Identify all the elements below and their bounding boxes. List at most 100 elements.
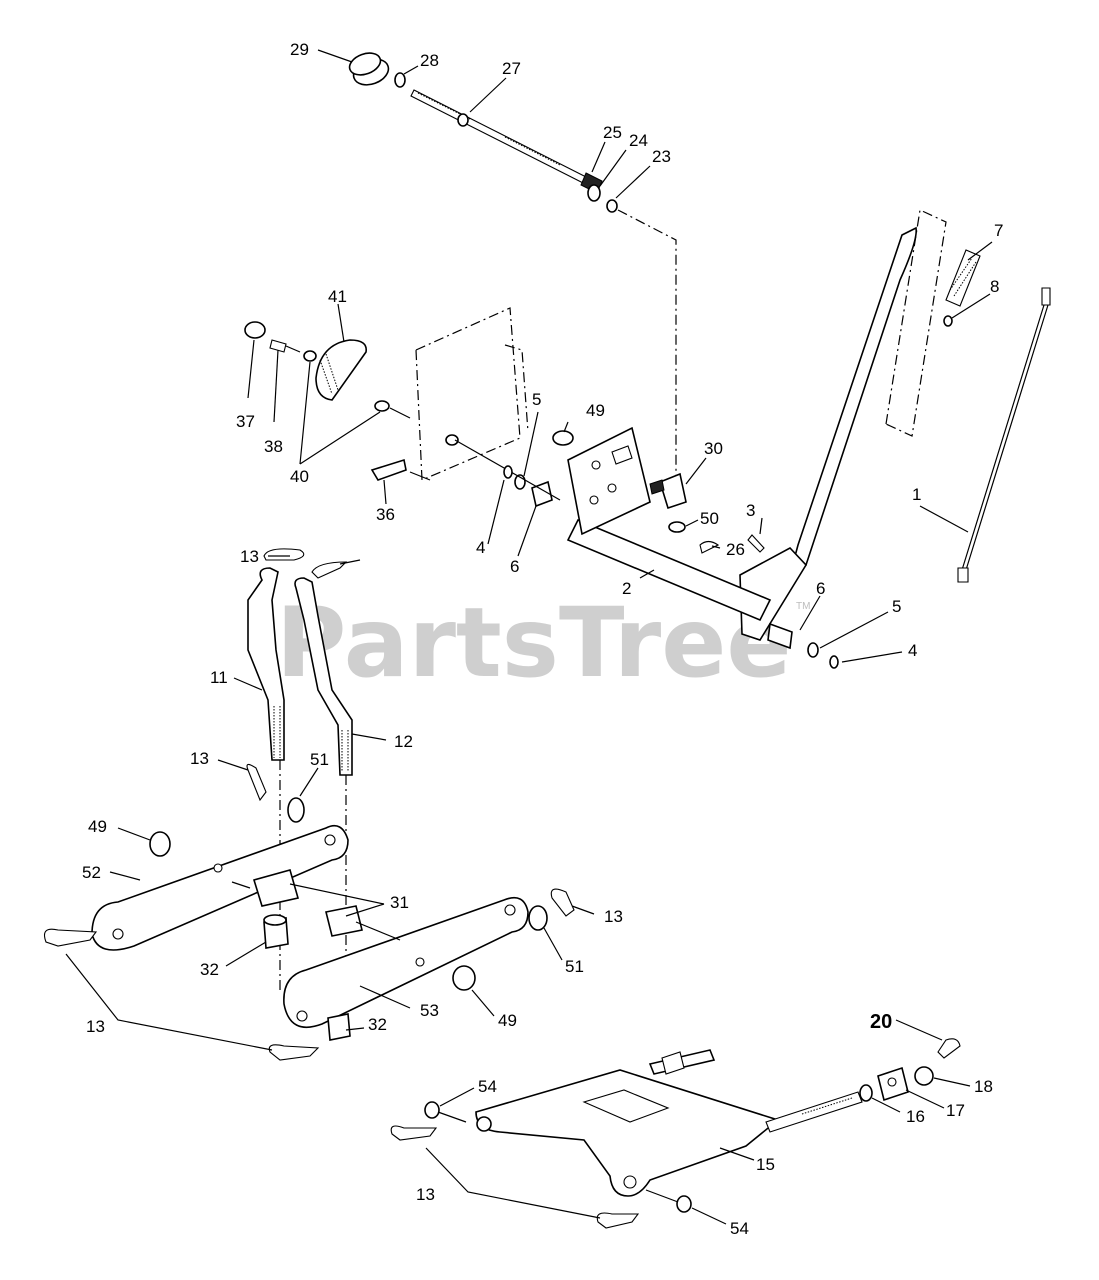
leader-lines <box>65 49 993 1225</box>
callout-37: 37 <box>236 412 255 431</box>
shaft-2 <box>566 518 772 622</box>
nut-left <box>445 434 459 446</box>
pin-20 <box>937 1038 961 1059</box>
hairpin-13-c <box>246 763 267 802</box>
hairpin-13-b <box>311 561 348 579</box>
leader-dash-23-30 <box>617 209 677 485</box>
spring-7 <box>945 249 981 307</box>
watermark-text: PartsTree <box>276 587 791 699</box>
callout-1: 1 <box>912 485 921 504</box>
bolt-54-top <box>424 1101 467 1123</box>
washer-51-right <box>528 905 548 931</box>
callout-54-bottom: 54 <box>730 1219 749 1238</box>
callout-40: 40 <box>290 467 309 486</box>
trademark-text: TM <box>796 601 810 612</box>
trunnion-17 <box>877 1066 909 1102</box>
callout-36: 36 <box>376 505 395 524</box>
hairpin-13-g <box>390 1125 438 1141</box>
callout-31: 31 <box>390 893 409 912</box>
callout-13-f: 13 <box>86 1017 105 1036</box>
knob-41 <box>315 339 367 401</box>
hairpin-13-f <box>268 1044 320 1061</box>
threaded-rod-27 <box>410 89 597 189</box>
hairpin-13-a <box>263 548 305 561</box>
callout-50: 50 <box>700 509 719 528</box>
bolt-38 <box>269 339 301 353</box>
axis-31-b <box>355 921 401 941</box>
callout-16: 16 <box>906 1107 925 1126</box>
lift-handle-2-lever <box>739 226 917 641</box>
link-arm-53 <box>283 896 529 1029</box>
callout-7: 7 <box>994 221 1003 240</box>
axis-40 <box>389 407 411 419</box>
washer-49-top <box>552 430 574 446</box>
callout-54-top: 54 <box>478 1077 497 1096</box>
callout-13-c: 13 <box>190 749 209 768</box>
bracket-plate <box>567 426 651 536</box>
callout-49-right: 49 <box>498 1011 517 1030</box>
hairpin-13-e <box>550 888 575 917</box>
ferrule-32-a <box>263 914 289 949</box>
bushing-30 <box>649 472 687 510</box>
callout-32-b: 32 <box>368 1015 387 1034</box>
washer-40-b <box>374 400 390 412</box>
callout-27: 27 <box>502 59 521 78</box>
callout-labels: 29 28 27 25 24 23 7 8 41 37 38 40 5 49 3… <box>82 40 1003 1238</box>
ball-8 <box>943 315 953 327</box>
washer-28 <box>394 72 406 88</box>
clip-4-right <box>829 655 839 669</box>
callout-13-a: 13 <box>240 547 259 566</box>
callout-11: 11 <box>210 668 228 687</box>
callout-41: 41 <box>328 287 347 306</box>
clip-36 <box>370 458 431 481</box>
bolt-54-bottom <box>645 1189 692 1213</box>
washer-16 <box>859 1084 873 1102</box>
callout-12: 12 <box>394 732 413 751</box>
callout-13-g: 13 <box>416 1185 435 1204</box>
callout-32-a: 32 <box>200 960 219 979</box>
callout-6-right: 6 <box>816 579 825 598</box>
washer-40-a <box>303 350 317 362</box>
callout-25: 25 <box>603 123 622 142</box>
callout-13-e: 13 <box>604 907 623 926</box>
right-bushing-6 <box>767 622 793 650</box>
rod-1 <box>957 287 1051 583</box>
callout-2: 2 <box>622 579 631 598</box>
bushing-6-left <box>531 480 553 508</box>
trunnion-31-a <box>252 869 300 907</box>
mounting-plate-dashed <box>415 307 529 481</box>
callout-52: 52 <box>82 863 101 882</box>
callout-8: 8 <box>990 277 999 296</box>
hairpin-13-d <box>43 928 98 947</box>
washer-51-left <box>287 797 305 823</box>
threaded-rod-16 <box>765 1091 863 1133</box>
ferrule-32-b <box>327 1013 351 1041</box>
pin-26 <box>699 540 720 554</box>
axis-31-a <box>231 881 251 889</box>
pin-3 <box>747 534 765 553</box>
callout-51-right: 51 <box>565 957 584 976</box>
hairpin-13-h <box>596 1212 640 1229</box>
callout-4-left: 4 <box>476 538 485 557</box>
callout-5-right: 5 <box>892 597 901 616</box>
callout-23: 23 <box>652 147 671 166</box>
cap-37 <box>244 321 266 339</box>
callout-38: 38 <box>264 437 283 456</box>
clip-4-left <box>503 465 513 479</box>
callout-29: 29 <box>290 40 309 59</box>
washer-50 <box>668 521 686 533</box>
nut-15 <box>476 1116 492 1132</box>
callout-17: 17 <box>946 1101 965 1120</box>
knob-29 <box>348 52 390 86</box>
callout-18: 18 <box>974 1077 993 1096</box>
lift-link-11 <box>247 567 285 761</box>
callout-5-top: 5 <box>532 390 541 409</box>
callout-6-left: 6 <box>510 557 519 576</box>
lift-handle-grip <box>885 209 947 437</box>
shaft-15-top <box>648 1049 716 1075</box>
washer-49-right <box>452 965 476 991</box>
bushing-18 <box>914 1066 934 1086</box>
callout-4-right: 4 <box>908 641 917 660</box>
callout-3: 3 <box>746 501 755 520</box>
